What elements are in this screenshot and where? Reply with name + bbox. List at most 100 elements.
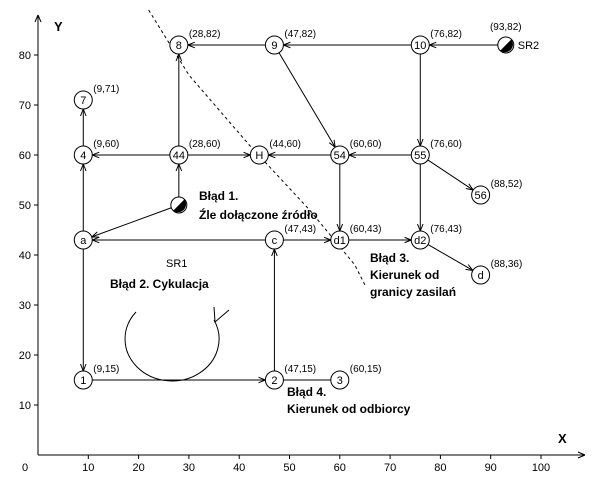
node-coordinate: (9,71) <box>93 84 119 95</box>
node-coordinate: (76,60) <box>430 139 462 150</box>
source-fill <box>173 199 187 213</box>
x-tick-label: 0 <box>22 462 28 474</box>
node-circle <box>169 35 189 55</box>
node-d: d(88,36) <box>471 259 523 285</box>
node-circle <box>410 145 430 165</box>
node-coordinate: (9,15) <box>93 364 119 375</box>
node-label: 54 <box>334 150 346 162</box>
error1-text: Źle dołączone źródło <box>199 207 318 222</box>
x-tick-label: 90 <box>485 462 497 474</box>
node-coordinate: (88,36) <box>491 259 523 270</box>
error3-line3: granicy zasilań <box>370 285 456 299</box>
edge-9-54 <box>278 52 335 148</box>
edge-bad-a <box>92 207 172 237</box>
circulation-arrow <box>124 306 230 382</box>
source-coordinate: (93,82) <box>490 22 522 33</box>
node-label: H <box>255 150 263 162</box>
node-d1: d1 (60,43) <box>330 224 382 250</box>
node-label: c <box>272 235 278 247</box>
node-coordinate: (47,43) <box>284 224 316 235</box>
node-label: d2 <box>414 235 426 247</box>
node-9: 9 (47,82) <box>264 29 316 55</box>
source-label: SR2 <box>518 40 539 52</box>
node-4: 4(9,60) <box>73 139 119 165</box>
circulation-curve <box>124 311 220 382</box>
node-d2: d2(76,43) <box>410 224 462 250</box>
error2-text: Błąd 2. Cykulacja <box>110 277 209 291</box>
y-tick-label: 80 <box>19 50 31 62</box>
edge-55-56 <box>427 159 473 190</box>
node-H: H (44,60) <box>249 139 301 165</box>
y-axis-arrowhead <box>34 14 42 23</box>
node-label: 7 <box>80 95 86 107</box>
annotations: SR1 Błąd 1. Źle dołączone źródło Błąd 2.… <box>110 189 456 416</box>
node-circle <box>73 145 93 165</box>
node-label: 4 <box>80 150 86 162</box>
node-label: 3 <box>337 375 343 387</box>
y-tick-label: 20 <box>19 350 31 362</box>
node-54: 54 (60,60) <box>330 139 382 165</box>
y-tick-label: 30 <box>19 300 31 312</box>
node-7: 7 (9,71) <box>73 84 119 110</box>
x-tick-label: 10 <box>82 462 94 474</box>
node-circle <box>249 145 269 165</box>
x-tick-label: 40 <box>233 462 245 474</box>
node-coordinate: (28,60) <box>189 139 221 150</box>
node-coordinate: (47,82) <box>284 29 316 40</box>
x-tick-label: 70 <box>384 462 396 474</box>
sources: SR2 (93,82) <box>170 22 539 214</box>
supply-boundary-dashed-line <box>148 9 366 286</box>
node-3: 3(60,15) <box>330 364 381 390</box>
source-bad <box>170 196 188 214</box>
node-circle <box>330 145 350 165</box>
node-56: 56 (88,52) <box>471 179 523 205</box>
node-a: a <box>73 230 93 250</box>
node-2: 2 (47,15) <box>264 364 316 390</box>
x-tick-label: 30 <box>183 462 195 474</box>
x-tick-label: 100 <box>532 462 550 474</box>
node-label: 10 <box>414 40 426 52</box>
x-tick-label: 80 <box>434 462 446 474</box>
node-coordinate: (60,43) <box>350 224 382 235</box>
x-tick-label: 50 <box>283 462 295 474</box>
y-axis-label: Y <box>54 19 63 34</box>
error1-title: Błąd 1. <box>199 189 238 203</box>
node-coordinate: (47,15) <box>284 364 316 375</box>
x-axis-arrowhead <box>577 451 586 459</box>
nodes: 8(28,82)9(47,82)10(76,82)7(9,71)4(9,60)4… <box>73 29 523 390</box>
node-circle <box>264 35 284 55</box>
node-label: 9 <box>271 40 277 52</box>
node-1: 1 (9,15) <box>73 364 119 390</box>
node-10: 10 (76,82) <box>410 29 462 55</box>
y-tick-label: 50 <box>19 200 31 212</box>
error4-text: Kierunek od odbiorcy <box>287 402 411 416</box>
node-55: 55(76,60) <box>410 139 462 165</box>
node-circle <box>410 35 430 55</box>
error3-line2: Kierunek od <box>370 268 439 282</box>
node-label: d1 <box>334 235 346 247</box>
node-label: 1 <box>80 375 86 387</box>
x-tick-label: 20 <box>132 462 144 474</box>
source-SR2: SR2 (93,82) <box>490 22 539 54</box>
node-c: c (47,43) <box>264 224 316 250</box>
node-coordinate: (76,82) <box>430 29 462 40</box>
x-axis-label: X <box>558 431 567 446</box>
node-label: 56 <box>475 190 487 202</box>
node-circle <box>471 185 491 205</box>
source-fill <box>500 39 513 53</box>
node-coordinate: (44,60) <box>269 139 301 150</box>
node-label: 44 <box>173 150 185 162</box>
node-44: 44 (28,60) <box>169 139 221 165</box>
y-tick-label: 10 <box>19 400 31 412</box>
node-label: 2 <box>271 375 277 387</box>
y-tick-label: 70 <box>19 100 31 112</box>
error3-title: Błąd 3. <box>370 251 409 265</box>
node-coordinate: (60,60) <box>350 139 382 150</box>
sr1-label: SR1 <box>166 258 187 270</box>
node-coordinate: (88,52) <box>491 179 523 190</box>
